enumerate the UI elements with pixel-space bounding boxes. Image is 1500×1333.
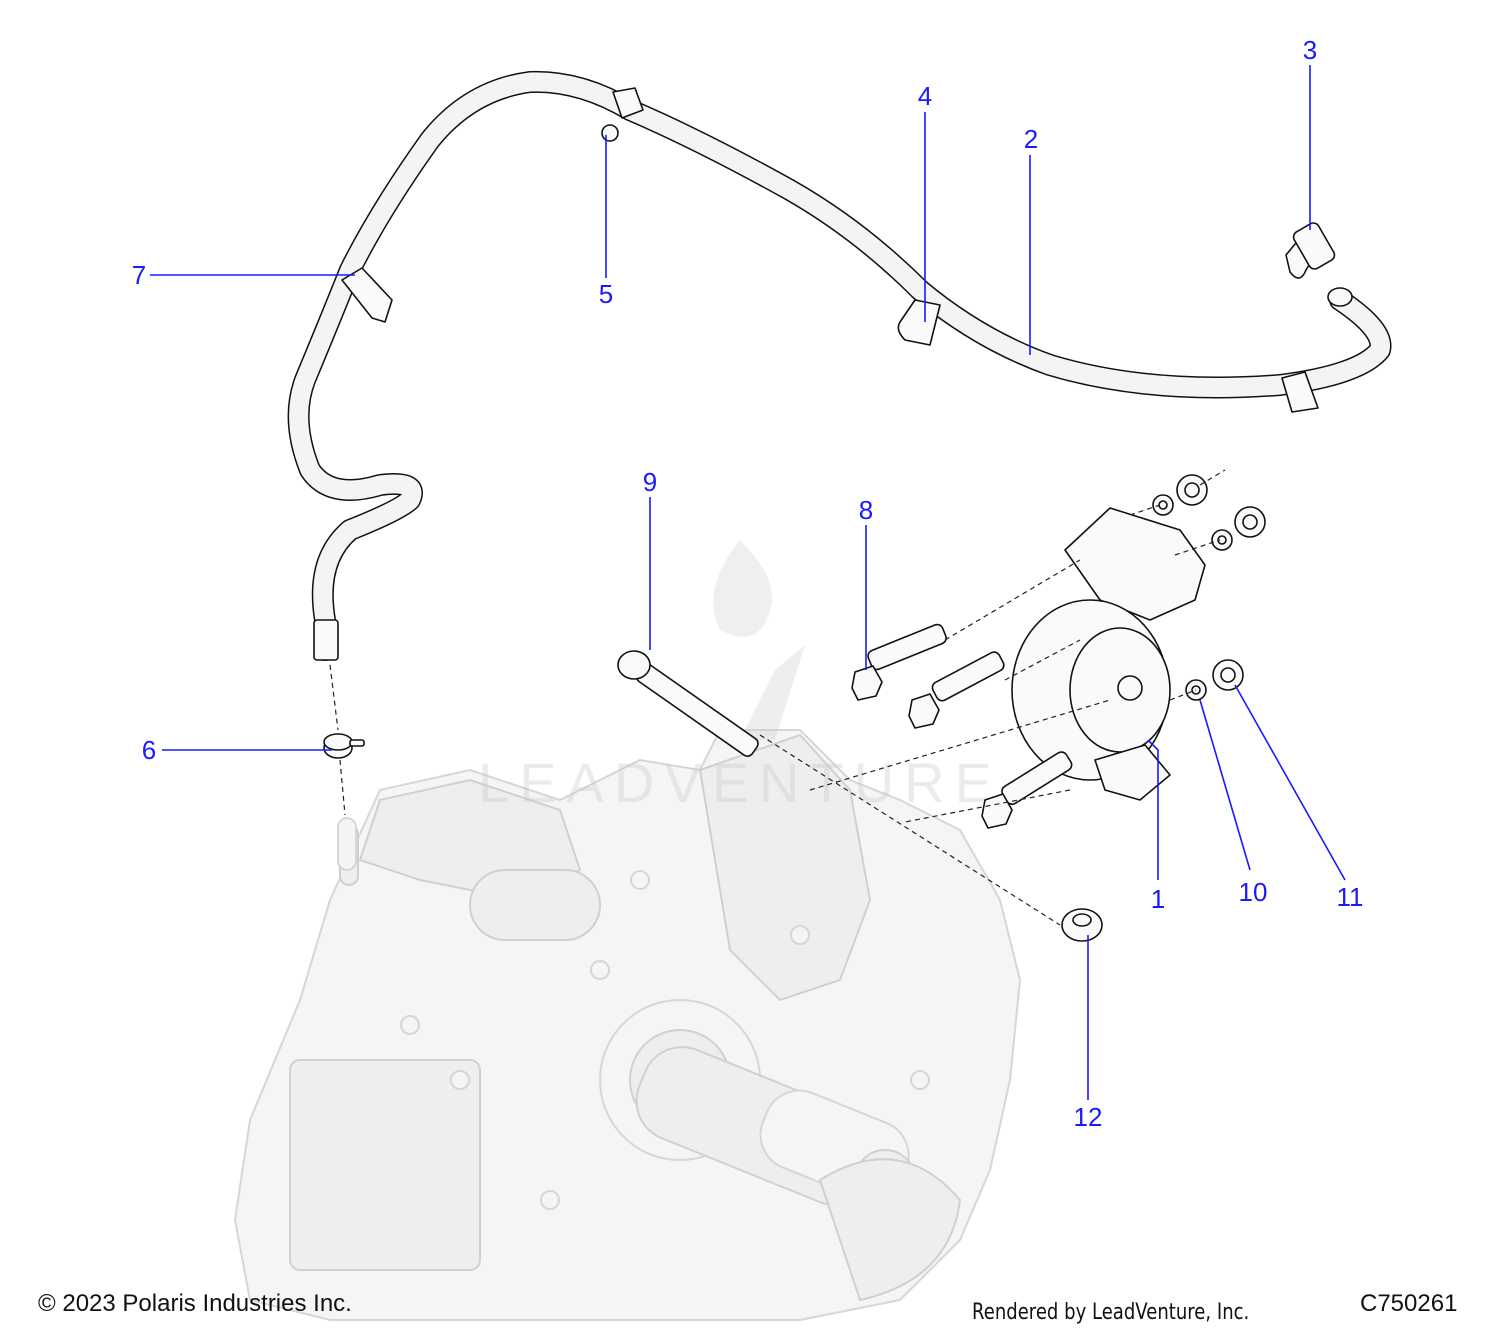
- bolt-9: [617, 650, 759, 757]
- drawing-code: C750261: [1360, 1290, 1458, 1317]
- nut-11: [1212, 659, 1244, 691]
- hose-clamp: [323, 733, 365, 759]
- bolt-8-lower: [981, 751, 1073, 829]
- nut-top: [1176, 474, 1208, 506]
- vent-nipple: [337, 817, 357, 871]
- vent-fitting: [1285, 222, 1336, 279]
- callout-3: 3: [1303, 35, 1317, 65]
- lock-washer-mid: [1211, 529, 1233, 551]
- hose-clip-7: [341, 267, 393, 323]
- assembly-lines: [759, 469, 1226, 926]
- callout-10: 10: [1239, 877, 1268, 907]
- callout-9: 9: [643, 467, 657, 497]
- rendered-by-text: Rendered by LeadVenture, Inc.: [972, 1300, 1250, 1325]
- watermark-text: LEADVENTURE: [478, 751, 1002, 814]
- vent-hose: [287, 70, 1392, 661]
- nut-mid: [1234, 506, 1266, 538]
- engine-mount: [1011, 507, 1206, 801]
- copyright-text: © 2023 Polaris Industries Inc.: [38, 1290, 352, 1317]
- leader-lines: [150, 65, 1346, 1100]
- bolt-8-upper: [851, 623, 947, 701]
- callout-2: 2: [1024, 124, 1038, 154]
- lock-washer-top: [1152, 494, 1174, 516]
- callout-12: 12: [1074, 1102, 1103, 1132]
- bolt-8-middle: [908, 651, 1005, 729]
- nut-12: [1061, 908, 1103, 942]
- callout-11: 11: [1337, 882, 1364, 912]
- callout-1: 1: [1151, 884, 1165, 914]
- callout-5: 5: [599, 279, 613, 309]
- transmission-housing-ghost: [233, 729, 1022, 1321]
- watermark: LEADVENTURE: [478, 540, 1002, 814]
- callout-7: 7: [132, 260, 146, 290]
- callout-4: 4: [918, 81, 932, 111]
- hose-clip-4: [897, 299, 941, 346]
- callout-6: 6: [142, 735, 156, 765]
- callout-8: 8: [859, 495, 873, 525]
- hose-clip-right: [1281, 371, 1319, 413]
- assembly-line-hose: [329, 664, 346, 816]
